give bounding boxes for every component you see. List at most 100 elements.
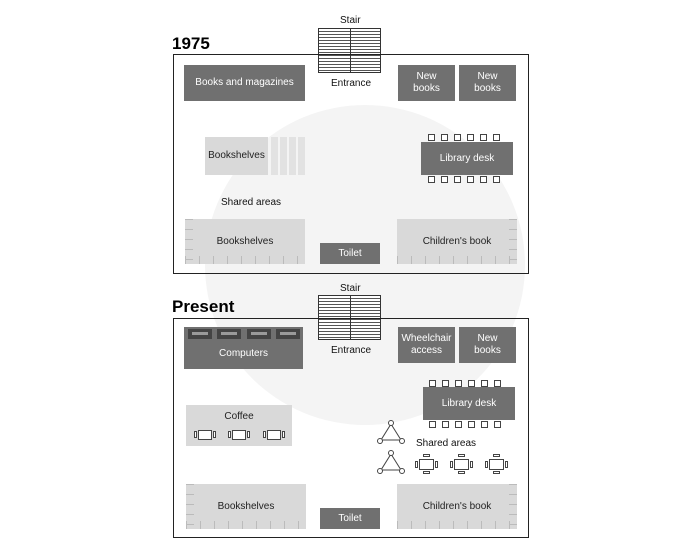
bookshelves-bottom-label-1975: Bookshelves	[216, 235, 274, 247]
library-desk-label-present: Library desk	[441, 397, 497, 409]
chair-icon	[442, 380, 449, 387]
chair-icon	[481, 380, 488, 387]
new-books-label-1: New books	[413, 71, 440, 94]
stool-icon	[213, 431, 216, 438]
books-and-magazines-area: Books and magazines	[184, 65, 305, 101]
shelf-ticks	[186, 484, 194, 529]
shelf-ticks	[509, 219, 517, 264]
stool-icon	[485, 461, 488, 468]
chair-icon	[428, 134, 435, 141]
computers-label: Computers	[219, 348, 268, 359]
toilet-present: Toilet	[320, 508, 380, 529]
square-table-icon	[419, 459, 434, 470]
chair-icon	[481, 421, 488, 428]
chair-icon	[454, 134, 461, 141]
stool-icon	[423, 454, 430, 457]
new-books-label-present: New books	[474, 333, 501, 356]
square-table-icon	[489, 459, 504, 470]
floor-plan-present	[173, 318, 529, 538]
floor-plan-1975	[173, 54, 529, 274]
new-books-area-2: New books	[459, 65, 516, 101]
toilet-label-present: Toilet	[338, 512, 362, 524]
stair-label-present: Stair	[340, 283, 361, 294]
stool-icon	[458, 454, 465, 457]
chair-icon	[455, 380, 462, 387]
stool-icon	[435, 461, 438, 468]
bookshelves-label-present: Bookshelves	[217, 500, 275, 512]
chair-icon	[455, 421, 462, 428]
chair-icon	[454, 176, 461, 183]
shelf-ticks	[185, 219, 193, 264]
chair-icon	[468, 421, 475, 428]
chair-icon	[441, 176, 448, 183]
new-books-area-present: New books	[459, 327, 516, 363]
stool-icon	[423, 471, 430, 474]
chair-icon	[467, 134, 474, 141]
stair-divider	[349, 296, 351, 339]
childrens-book-area-1975: Children's book	[397, 219, 517, 264]
shared-areas-label-1975: Shared areas	[221, 197, 282, 208]
shelf-strip	[271, 137, 278, 175]
chair-icon	[428, 176, 435, 183]
shelf-ticks	[397, 521, 517, 529]
chair-icon	[480, 176, 487, 183]
computer-icon	[188, 329, 212, 339]
coffee-table-icon	[232, 430, 246, 440]
stool-icon	[194, 431, 197, 438]
computer-icon	[217, 329, 241, 339]
coffee-table-icon	[267, 430, 281, 440]
stool-icon	[450, 461, 453, 468]
stool-icon	[282, 431, 285, 438]
shelf-strip	[280, 137, 287, 175]
wheelchair-access-label: Wheelchair access	[401, 333, 452, 356]
chair-icon	[493, 134, 500, 141]
chair-icon	[494, 380, 501, 387]
stair-1975	[318, 28, 381, 73]
stool-icon	[470, 461, 473, 468]
stool-icon	[263, 431, 266, 438]
shelf-strip	[298, 137, 305, 175]
chair-icon	[442, 421, 449, 428]
chair-icon	[494, 421, 501, 428]
stair-label-1975: Stair	[340, 15, 361, 26]
childrens-book-label-present: Children's book	[422, 500, 492, 512]
chair-icon	[493, 176, 500, 183]
bookshelves-area-present: Bookshelves	[186, 484, 306, 529]
shelf-ticks	[509, 484, 517, 529]
toilet-1975: Toilet	[320, 243, 380, 264]
new-books-area-1: New books	[398, 65, 455, 101]
coffee-table-icon	[198, 430, 212, 440]
bookshelves-middle-area: Bookshelves	[205, 137, 268, 175]
books-and-magazines-label: Books and magazines	[195, 77, 294, 88]
stair-divider	[349, 29, 351, 72]
chair-icon	[429, 421, 436, 428]
chair-icon	[480, 134, 487, 141]
bookshelves-middle-label: Bookshelves	[208, 150, 265, 161]
new-books-label-2: New books	[474, 71, 501, 94]
computer-icon	[276, 329, 300, 339]
chair-icon	[429, 380, 436, 387]
shared-areas-label-present: Shared areas	[416, 438, 477, 449]
square-table-icon	[454, 459, 469, 470]
stool-icon	[493, 471, 500, 474]
triangle-table-icon	[377, 420, 405, 444]
chair-icon	[441, 134, 448, 141]
coffee-label: Coffee	[224, 411, 254, 422]
shelf-ticks	[186, 521, 306, 529]
stool-icon	[228, 431, 231, 438]
shelf-strip	[289, 137, 296, 175]
childrens-book-area-present: Children's book	[397, 484, 517, 529]
triangle-table-icon	[377, 450, 405, 474]
wheelchair-access-area: Wheelchair access	[398, 327, 455, 363]
computer-icon	[247, 329, 271, 339]
library-desk-present: Library desk	[423, 387, 515, 420]
chair-icon	[467, 176, 474, 183]
entrance-label-present: Entrance	[331, 345, 372, 356]
stool-icon	[505, 461, 508, 468]
library-desk-1975: Library desk	[421, 142, 513, 175]
library-desk-label-1975: Library desk	[439, 152, 495, 164]
entrance-label-1975: Entrance	[331, 78, 372, 89]
shelf-ticks	[397, 256, 517, 264]
shelf-ticks	[185, 256, 305, 264]
stool-icon	[493, 454, 500, 457]
